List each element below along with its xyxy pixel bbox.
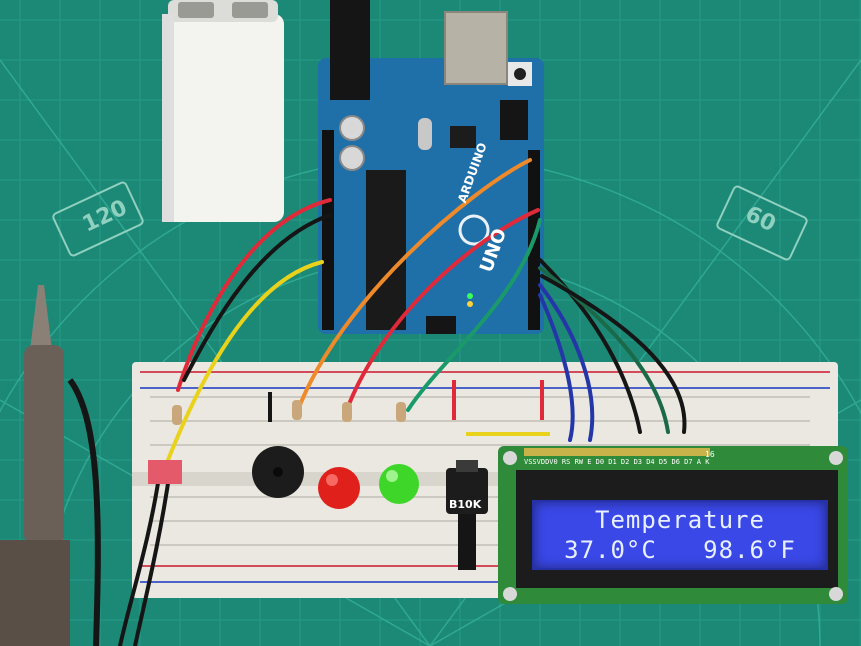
led-green xyxy=(379,464,419,504)
buzzer xyxy=(252,446,304,498)
lcd-pin-count-label: 16 xyxy=(705,450,715,459)
battery-9v xyxy=(162,0,284,222)
lcd-line-2: 37.0°C 98.6°F xyxy=(564,536,796,564)
lcd-screen: Temperature 37.0°C 98.6°F xyxy=(532,500,828,570)
soldering-iron xyxy=(0,285,101,646)
arduino-board xyxy=(318,0,544,334)
potentiometer xyxy=(446,460,488,570)
resistors xyxy=(172,400,406,425)
lcd-pin-labels: VSSVDDV0 RS RW E D0 D1 D2 D3 D4 D5 D6 D7… xyxy=(524,458,710,466)
led-red xyxy=(318,467,360,509)
jumper-wires xyxy=(118,158,687,646)
lcd-line-1: Temperature xyxy=(595,506,765,534)
potentiometer-label: B10K xyxy=(449,498,482,511)
temperature-sensor xyxy=(148,460,182,484)
